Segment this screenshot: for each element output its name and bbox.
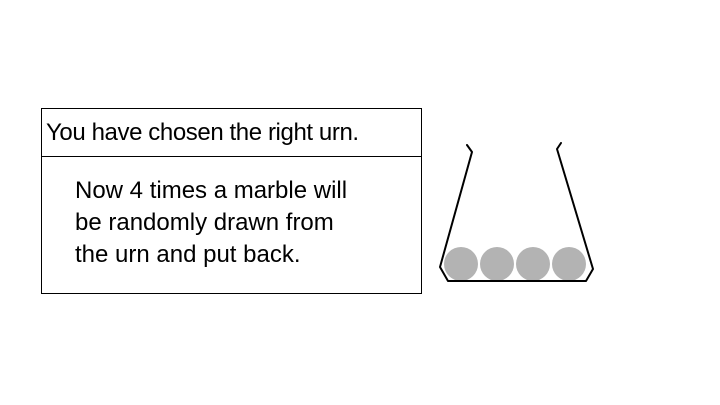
- message-title: You have chosen the right urn.: [42, 109, 421, 157]
- message-line: Now 4 times a marble will: [75, 177, 348, 204]
- urn-outline: [439, 142, 594, 282]
- marble: [552, 247, 586, 281]
- urn-illustration: [439, 142, 594, 282]
- message-line: be randomly drawn from: [75, 209, 334, 236]
- marble: [480, 247, 514, 281]
- marble: [444, 247, 478, 281]
- message-line: the urn and put back.: [75, 241, 301, 268]
- urn-marbles: [444, 247, 586, 281]
- message-box: You have chosen the right urn. Now 4 tim…: [41, 108, 422, 294]
- marble: [516, 247, 550, 281]
- message-body: Now 4 times a marble will be randomly dr…: [42, 157, 421, 271]
